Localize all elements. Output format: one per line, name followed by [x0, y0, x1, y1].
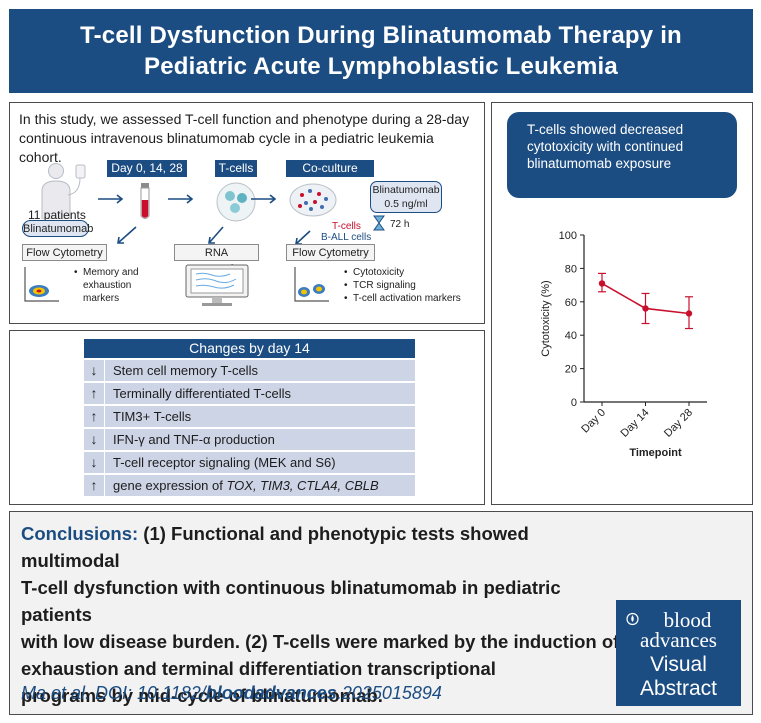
logo-word-abstract: Abstract	[639, 677, 718, 700]
x-axis-label: Timepoint	[629, 447, 682, 459]
flow1-bullet: Memory and exhaustion markers	[74, 266, 154, 305]
y-tick-label: 40	[565, 330, 577, 342]
incubation-hours: 72 h	[390, 219, 410, 230]
tcell-dish-icon	[216, 182, 256, 222]
change-text: TIM3+ T-cells	[113, 409, 192, 424]
blood-drop-icon	[626, 612, 639, 626]
conclusion-line-4: exhaustion and terminal differentiation …	[21, 658, 496, 679]
arrow-to-coculture	[251, 194, 277, 204]
flow2-bullet-1: Cytotoxicity	[344, 266, 484, 279]
patient-icon	[41, 163, 86, 219]
change-row: ↓ T-cell receptor signaling (MEK and S6)	[84, 452, 415, 473]
blinatumomab-tag: Blinatumomab	[22, 220, 93, 237]
y-tick-label: 60	[565, 297, 577, 309]
flow-plot-icon-2	[294, 267, 329, 302]
dose-tag: Blinatumomab 0.5 ng/ml	[370, 181, 442, 213]
ball-label: B-ALL cells	[321, 232, 372, 243]
change-row: ↑ TIM3+ T-cells	[84, 406, 415, 427]
cytotoxicity-callout: T-cells showed decreased cytotoxicity wi…	[507, 112, 737, 198]
change-arrow: ↑	[84, 475, 105, 496]
flow1-bullets: Memory and exhaustion markers	[74, 266, 154, 305]
citation-journal: bloodadvances	[205, 683, 337, 703]
tcells-tag: T-cells	[215, 160, 257, 177]
arrow-to-tcells	[168, 194, 194, 204]
change-row: ↓ Stem cell memory T-cells	[84, 360, 415, 381]
title-line-2: Pediatric Acute Lymphoblastic Leukemia	[144, 53, 618, 80]
arrow-to-tube	[98, 194, 124, 204]
y-tick-label: 80	[565, 263, 577, 275]
change-arrow: ↓	[84, 452, 105, 473]
conclusion-line-1-rest: (1) Functional and phenotypic tests show…	[21, 523, 529, 571]
x-tick-label: Day 14	[618, 407, 651, 440]
hourglass-icon	[373, 215, 385, 231]
tcells-label: T-cells	[332, 221, 361, 232]
x-tick-label: Day 0	[579, 407, 608, 436]
arrow-to-flow1	[117, 226, 137, 244]
conclusion-line-5: programs by mid-cycle of blinatumomab.	[21, 685, 383, 706]
citation: Ma et al. DOI: 10.1182/bloodadvances.202…	[21, 683, 442, 704]
y-tick-label: 20	[565, 364, 577, 376]
change-text: Terminally differentiated T-cells	[113, 386, 291, 401]
coculture-dish-icon	[289, 183, 337, 217]
change-text: Stem cell memory T-cells	[113, 363, 258, 378]
dose-amount: 0.5 ng/ml	[384, 198, 428, 210]
arrow-to-flow2	[295, 230, 311, 245]
flow2-bullet-2: TCR signaling	[344, 279, 484, 292]
blood-advances-logo: blood advances Visual Abstract	[616, 600, 741, 706]
flow-cytometry-2: Flow Cytometry	[286, 244, 375, 261]
conclusion-text: Conclusions: (1) Functional and phenotyp…	[21, 520, 621, 709]
dose-drug: Blinatumomab	[372, 184, 440, 196]
change-arrow: ↑	[84, 406, 105, 427]
results-panel: T-cells showed decreased cytotoxicity wi…	[491, 102, 753, 505]
citation-suffix: .2025015894	[336, 683, 442, 703]
change-text: T-cell receptor signaling (MEK and S6)	[113, 455, 336, 470]
y-axis-label: Cytotoxicity (%)	[540, 280, 552, 356]
conclusion-line-1: Conclusions: (1) Functional and phenotyp…	[21, 520, 621, 574]
changes-header: Changes by day 14	[84, 339, 415, 358]
x-tick-label: Day 28	[662, 407, 695, 440]
citation-prefix: Ma et al. DOI: 10.1182/	[21, 683, 206, 703]
logo-word-visual: Visual	[650, 653, 707, 676]
y-tick-label: 100	[559, 230, 577, 242]
flow-plot-icon-1	[24, 267, 59, 302]
change-text: gene expression of TOX, TIM3, CTLA4, CBL…	[113, 475, 379, 496]
title-banner: T-cell Dysfunction During Blinatumomab T…	[9, 9, 753, 93]
change-row: ↓ IFN-γ and TNF-α production	[84, 429, 415, 450]
conclusion-lead: Conclusions:	[21, 523, 139, 544]
rna-sequencing: RNA Sequencing	[174, 244, 259, 275]
title-line-1: T-cell Dysfunction During Blinatumomab T…	[80, 22, 682, 49]
arrow-to-rna	[208, 226, 224, 244]
data-point	[642, 305, 649, 312]
coculture-tag: Co-culture	[286, 160, 374, 177]
conclusion-line-3: with low disease burden. (2) T-cells wer…	[21, 631, 620, 652]
data-point	[685, 310, 693, 317]
change-arrow: ↑	[84, 383, 105, 404]
change-row: ↑ Terminally differentiated T-cells	[84, 383, 415, 404]
changes-panel: Changes by day 14 ↓ Stem cell memory T-c…	[9, 330, 485, 505]
patients-count: 11 patients	[28, 208, 86, 222]
logo-word-advances: advances	[640, 628, 717, 652]
change-row: ↑ gene expression of TOX, TIM3, CTLA4, C…	[84, 475, 415, 496]
blood-tube-icon	[140, 183, 150, 219]
change-arrow: ↓	[84, 429, 105, 450]
logo-word-blood: blood	[663, 608, 712, 632]
flow-cytometry-1: Flow Cytometry	[22, 244, 107, 261]
gene-prefix: gene expression of	[113, 478, 227, 493]
flow2-bullets: Cytotoxicity TCR signaling T-cell activa…	[344, 266, 484, 305]
gene-list: TOX, TIM3, CTLA4, CBLB	[226, 478, 379, 493]
y-tick-label: 0	[571, 397, 577, 409]
change-text: IFN-γ and TNF-α production	[113, 432, 275, 447]
study-intro: In this study, we assessed T-cell functi…	[19, 111, 470, 165]
study-design-panel: In this study, we assessed T-cell functi…	[9, 102, 485, 324]
conclusion-panel: Conclusions: (1) Functional and phenotyp…	[9, 511, 753, 715]
conclusion-line-2: T-cell dysfunction with continuous blina…	[21, 577, 561, 625]
change-arrow: ↓	[84, 360, 105, 381]
sequencer-icon	[185, 264, 249, 306]
flow2-bullet-3: T-cell activation markers	[344, 292, 484, 305]
timepoints-tag: Day 0, 14, 28	[107, 160, 187, 177]
data-point	[598, 280, 606, 287]
